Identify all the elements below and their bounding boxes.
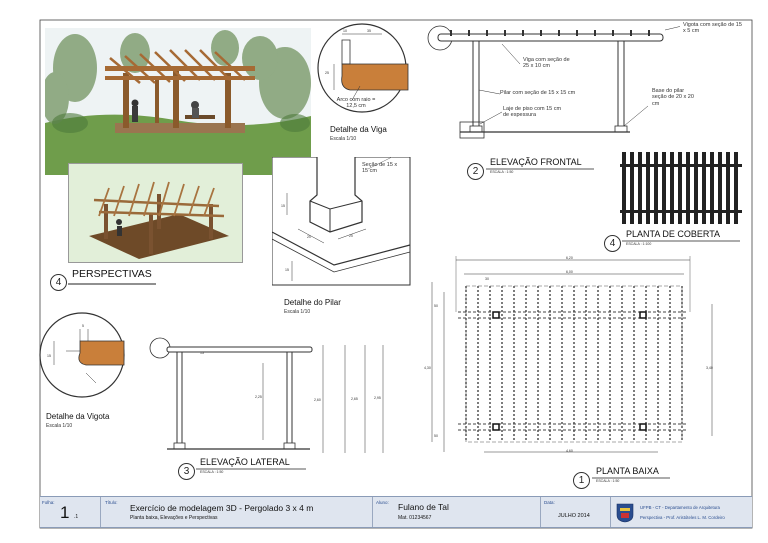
view-title-front-elevation: ELEVAÇÃO FRONTAL <box>490 157 582 167</box>
pillar-detail-title: Detalhe do Pilar <box>284 298 341 307</box>
perspective-render-secondary <box>68 163 243 263</box>
sheet-number-cell: Folha: 1 .1 <box>40 497 101 527</box>
institution-cell: UFPB - CT - Departamento de Arquitetura … <box>610 497 752 527</box>
note-pillar: Pilar com seção de 15 x 15 cm <box>500 90 576 96</box>
beam-dim-c: 25 <box>325 71 329 75</box>
view-number-roof-plan: 4 <box>604 235 621 252</box>
view-title-side-elevation: ELEVAÇÃO LATERAL <box>200 457 290 467</box>
roof-plan-drawing <box>620 152 742 224</box>
project-subtitle: Planta baixa, Elevações e Perspectivas <box>130 515 218 521</box>
view-number-floor-plan: 1 <box>573 472 590 489</box>
side-dim-h4: 2,95 <box>374 396 381 400</box>
beam-detail-drawing <box>317 23 409 113</box>
title-cell: Título: Exercício de modelagem 3D - Perg… <box>100 497 373 527</box>
side-elevation-drawing <box>149 337 384 453</box>
view-scale-side-elevation: ESCALA : 1:50 <box>200 470 224 474</box>
plan-dim-w1: 6,20 <box>566 256 573 260</box>
pillar-dim-20a: 20 <box>307 235 311 239</box>
view-scale-floor-plan: ESCALA : 1:50 <box>596 479 620 483</box>
pillar-detail-scale: Escala 1/10 <box>284 309 311 315</box>
title-label: Título: <box>105 500 118 505</box>
beam-dim-b: 35 <box>367 29 371 33</box>
pillar-dim-15: 15 <box>281 204 285 208</box>
pillar-dim-20b: 20 <box>349 234 353 238</box>
view-number-front-elevation: 2 <box>467 163 484 180</box>
view-number-side-elevation: 3 <box>178 463 195 480</box>
joist-detail-scale: Escala 1/10 <box>46 423 73 429</box>
view-title-perspectives: PERSPECTIVAS <box>72 268 152 280</box>
student-label: Aluno: <box>376 500 389 505</box>
view-title-roof-plan: PLANTA DE COBERTA <box>626 229 721 239</box>
side-dim-h3: 2,65 <box>351 397 358 401</box>
perspective-render-main <box>45 28 311 175</box>
date-value: JULHO 2014 <box>558 513 590 519</box>
sheet-label: Folha: <box>42 500 55 505</box>
title-underline <box>196 468 306 470</box>
joist-dim-b: 15 <box>47 354 51 358</box>
title-underline <box>486 168 594 170</box>
plan-dim-h2: 3,40 <box>706 366 713 370</box>
beam-detail-scale: Escala 1/10 <box>330 136 357 142</box>
title-underline <box>592 477 670 479</box>
plan-dim-s3: 50 <box>434 434 438 438</box>
student-cell: Aluno: Fulano de Tal Mat. 01234567 <box>372 497 541 527</box>
side-dim-top: 15 <box>200 351 204 355</box>
plan-dim-w2: 6,00 <box>566 270 573 274</box>
plan-dim-h1: 4,30 <box>424 366 431 370</box>
plan-dim-s1: 30 <box>485 277 489 281</box>
plan-dim-s2: 50 <box>434 304 438 308</box>
title-block: Folha: 1 .1 Título: Exercício de modelag… <box>40 496 752 528</box>
floor-plan-drawing <box>431 256 713 453</box>
view-scale-roof-plan: ESCALA : 1:100 <box>626 242 652 246</box>
side-dim-h1: 2,25 <box>255 395 262 399</box>
date-label: Data: <box>544 500 555 505</box>
university-seal-icon <box>616 503 634 523</box>
note-pillar-base: Base do pilar seção de 20 x 20 cm <box>652 88 694 107</box>
side-dim-h2: 2,60 <box>314 398 321 402</box>
joist-detail-drawing <box>39 312 125 398</box>
pillar-dim-15b: 15 <box>285 268 289 272</box>
student-id: Mat. 01234567 <box>398 515 432 521</box>
student-name: Fulano de Tal <box>398 502 449 512</box>
joist-dim-a: 5 <box>82 324 84 328</box>
beam-detail-title: Detalhe da Viga <box>330 125 387 134</box>
sheet-number: 1 <box>60 503 70 522</box>
pillar-detail-drawing <box>272 157 411 286</box>
pillar-section-note: Seção de 15 x 15 cm <box>362 162 398 175</box>
front-elevation-drawing <box>427 25 680 139</box>
institution-name: UFPB - CT - Departamento de Arquitetura <box>640 505 720 510</box>
sheet-total: .1 <box>74 514 79 520</box>
project-title: Exercício de modelagem 3D - Pergolado 3 … <box>130 503 314 513</box>
view-scale-front-elevation: ESCALA : 1:50 <box>490 170 514 174</box>
title-underline <box>622 240 740 242</box>
beam-dim-a: 10 <box>343 29 347 33</box>
plan-dim-w3: 4,60 <box>566 449 573 453</box>
note-joist: Vigota com seção de 15 x 5 cm <box>683 22 742 35</box>
view-number-perspectives: 4 <box>50 274 67 291</box>
note-beam: Viga com seção de 25 x 10 cm <box>523 57 570 70</box>
course-name: Perspectiva - Prof. Aristóteles L. M. Co… <box>640 515 725 520</box>
beam-arc-note: Arco com raio = 12,5 cm <box>336 97 376 110</box>
title-underline <box>68 283 156 285</box>
date-cell: Data: JULHO 2014 <box>540 497 611 527</box>
joist-detail-title: Detalhe da Vigota <box>46 412 110 421</box>
note-slab: Laje de piso com 15 cm de espessura <box>503 106 562 119</box>
view-title-floor-plan: PLANTA BAIXA <box>596 466 659 476</box>
